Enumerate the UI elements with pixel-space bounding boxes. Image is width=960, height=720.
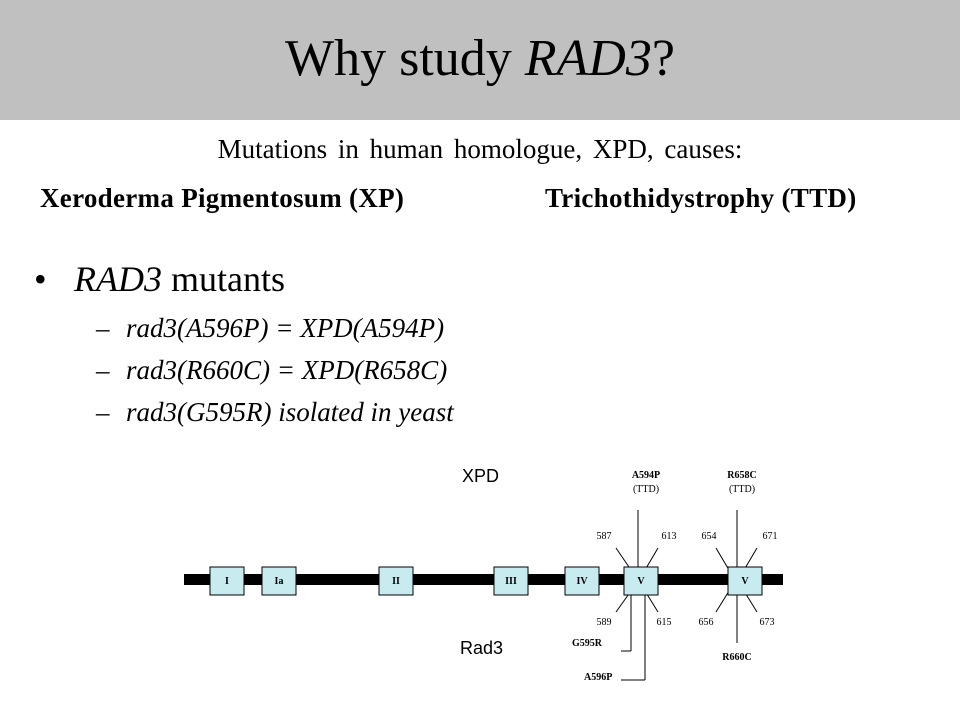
title-gene: RAD3 (524, 30, 652, 87)
slide-title: Why study RAD3? (0, 27, 960, 91)
bullet-text: RAD3 mutants (74, 258, 285, 300)
domain-box-iii: III (493, 566, 529, 596)
callout-line (715, 590, 730, 613)
domain-label: III (505, 576, 517, 587)
domain-box-iv: IV (564, 566, 600, 596)
subtitle: Mutations in human homologue, XPD, cause… (217, 134, 743, 164)
residue-number: 587 (597, 531, 612, 542)
residue-number: 656 (699, 617, 714, 628)
mutation-r658c-note: (TTD) (729, 484, 755, 495)
rad3-label: Rad3 (460, 638, 503, 658)
bullet-gene: RAD3 (74, 259, 162, 299)
sub-text: rad3(R660C) = XPD(R658C) (126, 355, 448, 385)
title-text: Why study (285, 30, 525, 87)
mutation-g595r: G595R (572, 638, 603, 649)
domain-box-i: I (209, 566, 245, 596)
domain-label: II (392, 576, 400, 587)
residue-number: 613 (662, 531, 677, 542)
residue-number: 654 (702, 531, 717, 542)
domain-label: I (225, 576, 229, 587)
disease-ttd: Trichothidystrophy (TTD) (545, 183, 857, 213)
residue-number: 671 (763, 531, 778, 542)
residue-number: 673 (760, 617, 775, 628)
sub-dash: – (96, 313, 110, 343)
callout-line (644, 547, 659, 571)
title-bar (0, 0, 960, 120)
sub-dash: – (96, 355, 110, 385)
domain-label: V (637, 576, 645, 587)
bullet-dot: • (34, 259, 47, 299)
domain-label: IV (576, 576, 588, 587)
title-question-mark: ? (651, 30, 675, 87)
disease-xp: Xeroderma Pigmentosum (XP) (40, 183, 405, 213)
bullet-label: mutants (161, 259, 285, 299)
xpd-label: XPD (462, 466, 499, 486)
domain-label: V (741, 576, 749, 587)
residue-number: 589 (597, 617, 612, 628)
domain-box-ia: Ia (261, 566, 297, 596)
mutation-r658c: R658C (727, 470, 756, 481)
domain-box-v-right: V (727, 566, 763, 596)
domain-box-ii: II (378, 566, 414, 596)
callout-line (743, 547, 758, 571)
mutation-a596p: A596P (584, 672, 612, 683)
mutation-a594p-note: (TTD) (633, 484, 659, 495)
mutation-r660c: R660C (722, 652, 751, 663)
domain-label: Ia (275, 576, 284, 587)
protein-backbone (184, 574, 783, 585)
residue-number: 615 (657, 617, 672, 628)
sub-text: rad3(A596P) = XPD(A594P) (126, 313, 445, 343)
callout-line (615, 547, 632, 571)
sub-dash: – (96, 397, 110, 427)
callout-line (715, 547, 730, 571)
sub-text: rad3(G595R) isolated in yeast (126, 397, 454, 427)
mutation-a594p: A594P (632, 470, 660, 481)
domain-box-v-left: V (623, 566, 659, 596)
